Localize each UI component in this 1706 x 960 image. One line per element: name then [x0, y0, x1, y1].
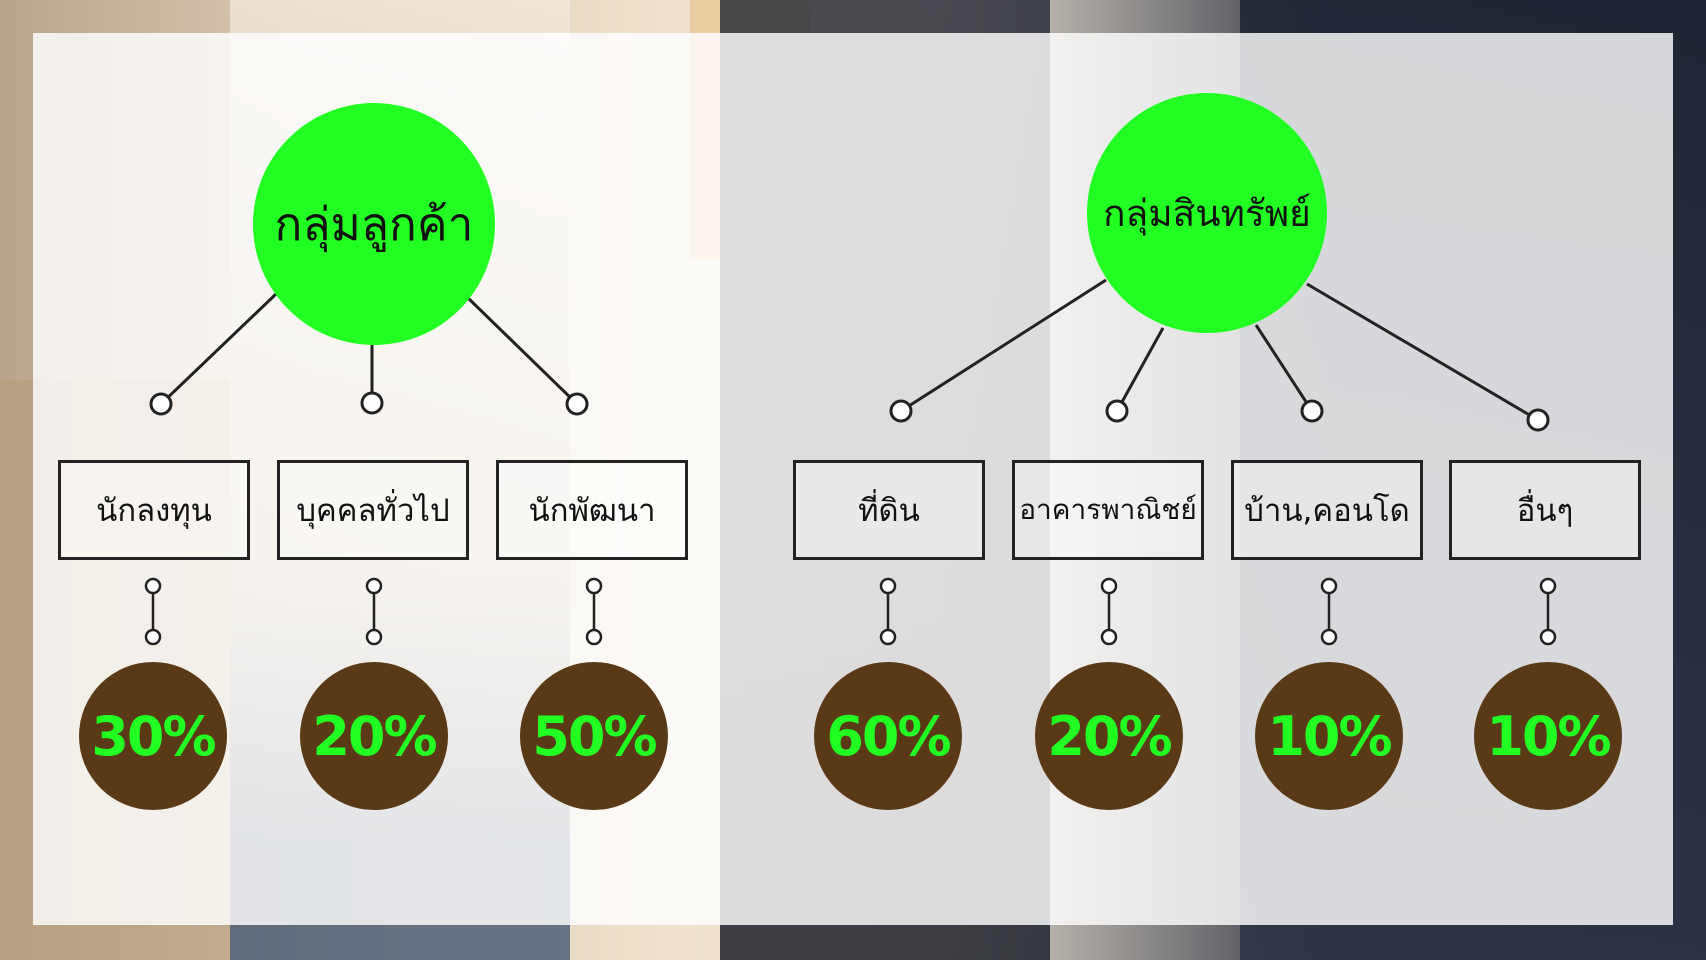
- node-dot: [1300, 399, 1324, 423]
- percent-value: 10%: [1486, 704, 1611, 768]
- category-label: บ้าน,คอนโด: [1244, 493, 1410, 529]
- category-box-general-public: บุคคลทั่วไป: [277, 460, 469, 560]
- category-label: นักพัฒนา: [528, 493, 656, 529]
- category-label: อื่นๆ: [1516, 493, 1574, 529]
- category-label: อาคารพาณิชย์: [1019, 493, 1197, 526]
- percent-value: 20%: [1047, 704, 1172, 768]
- node-dot: [889, 399, 913, 423]
- node-dot: [565, 392, 589, 416]
- percent-circle-investor: 30%: [79, 662, 227, 810]
- asset-group-title: กลุ่มสินทรัพย์: [1103, 191, 1311, 235]
- percent-circle-general-public: 20%: [300, 662, 448, 810]
- category-box-others: อื่นๆ: [1449, 460, 1641, 560]
- node-dot: [1526, 408, 1550, 432]
- percent-value: 10%: [1267, 704, 1392, 768]
- node-dot: [360, 391, 384, 415]
- percent-value: 50%: [532, 704, 657, 768]
- category-box-commercial-building: อาคารพาณิชย์: [1012, 460, 1204, 560]
- asset-group-circle: กลุ่มสินทรัพย์: [1087, 93, 1327, 333]
- customer-group-circle: กลุ่มลูกค้า: [253, 103, 495, 345]
- category-box-developer: นักพัฒนา: [496, 460, 688, 560]
- node-dot: [1105, 399, 1129, 423]
- percent-circle-others: 10%: [1474, 662, 1622, 810]
- percent-value: 30%: [91, 704, 216, 768]
- percent-circle-land: 60%: [814, 662, 962, 810]
- customer-group-title: กลุ่มลูกค้า: [274, 196, 474, 251]
- percent-circle-commercial-building: 20%: [1035, 662, 1183, 810]
- category-label: ที่ดิน: [858, 493, 920, 529]
- category-box-investor: นักลงทุน: [58, 460, 250, 560]
- category-box-house-condo: บ้าน,คอนโด: [1231, 460, 1423, 560]
- percent-circle-developer: 50%: [520, 662, 668, 810]
- percent-value: 60%: [826, 704, 951, 768]
- percent-circle-house-condo: 10%: [1255, 662, 1403, 810]
- percent-value: 20%: [312, 704, 437, 768]
- category-label: บุคคลทั่วไป: [296, 493, 450, 529]
- category-box-land: ที่ดิน: [793, 460, 985, 560]
- node-dot: [149, 392, 173, 416]
- category-label: นักลงทุน: [96, 493, 212, 529]
